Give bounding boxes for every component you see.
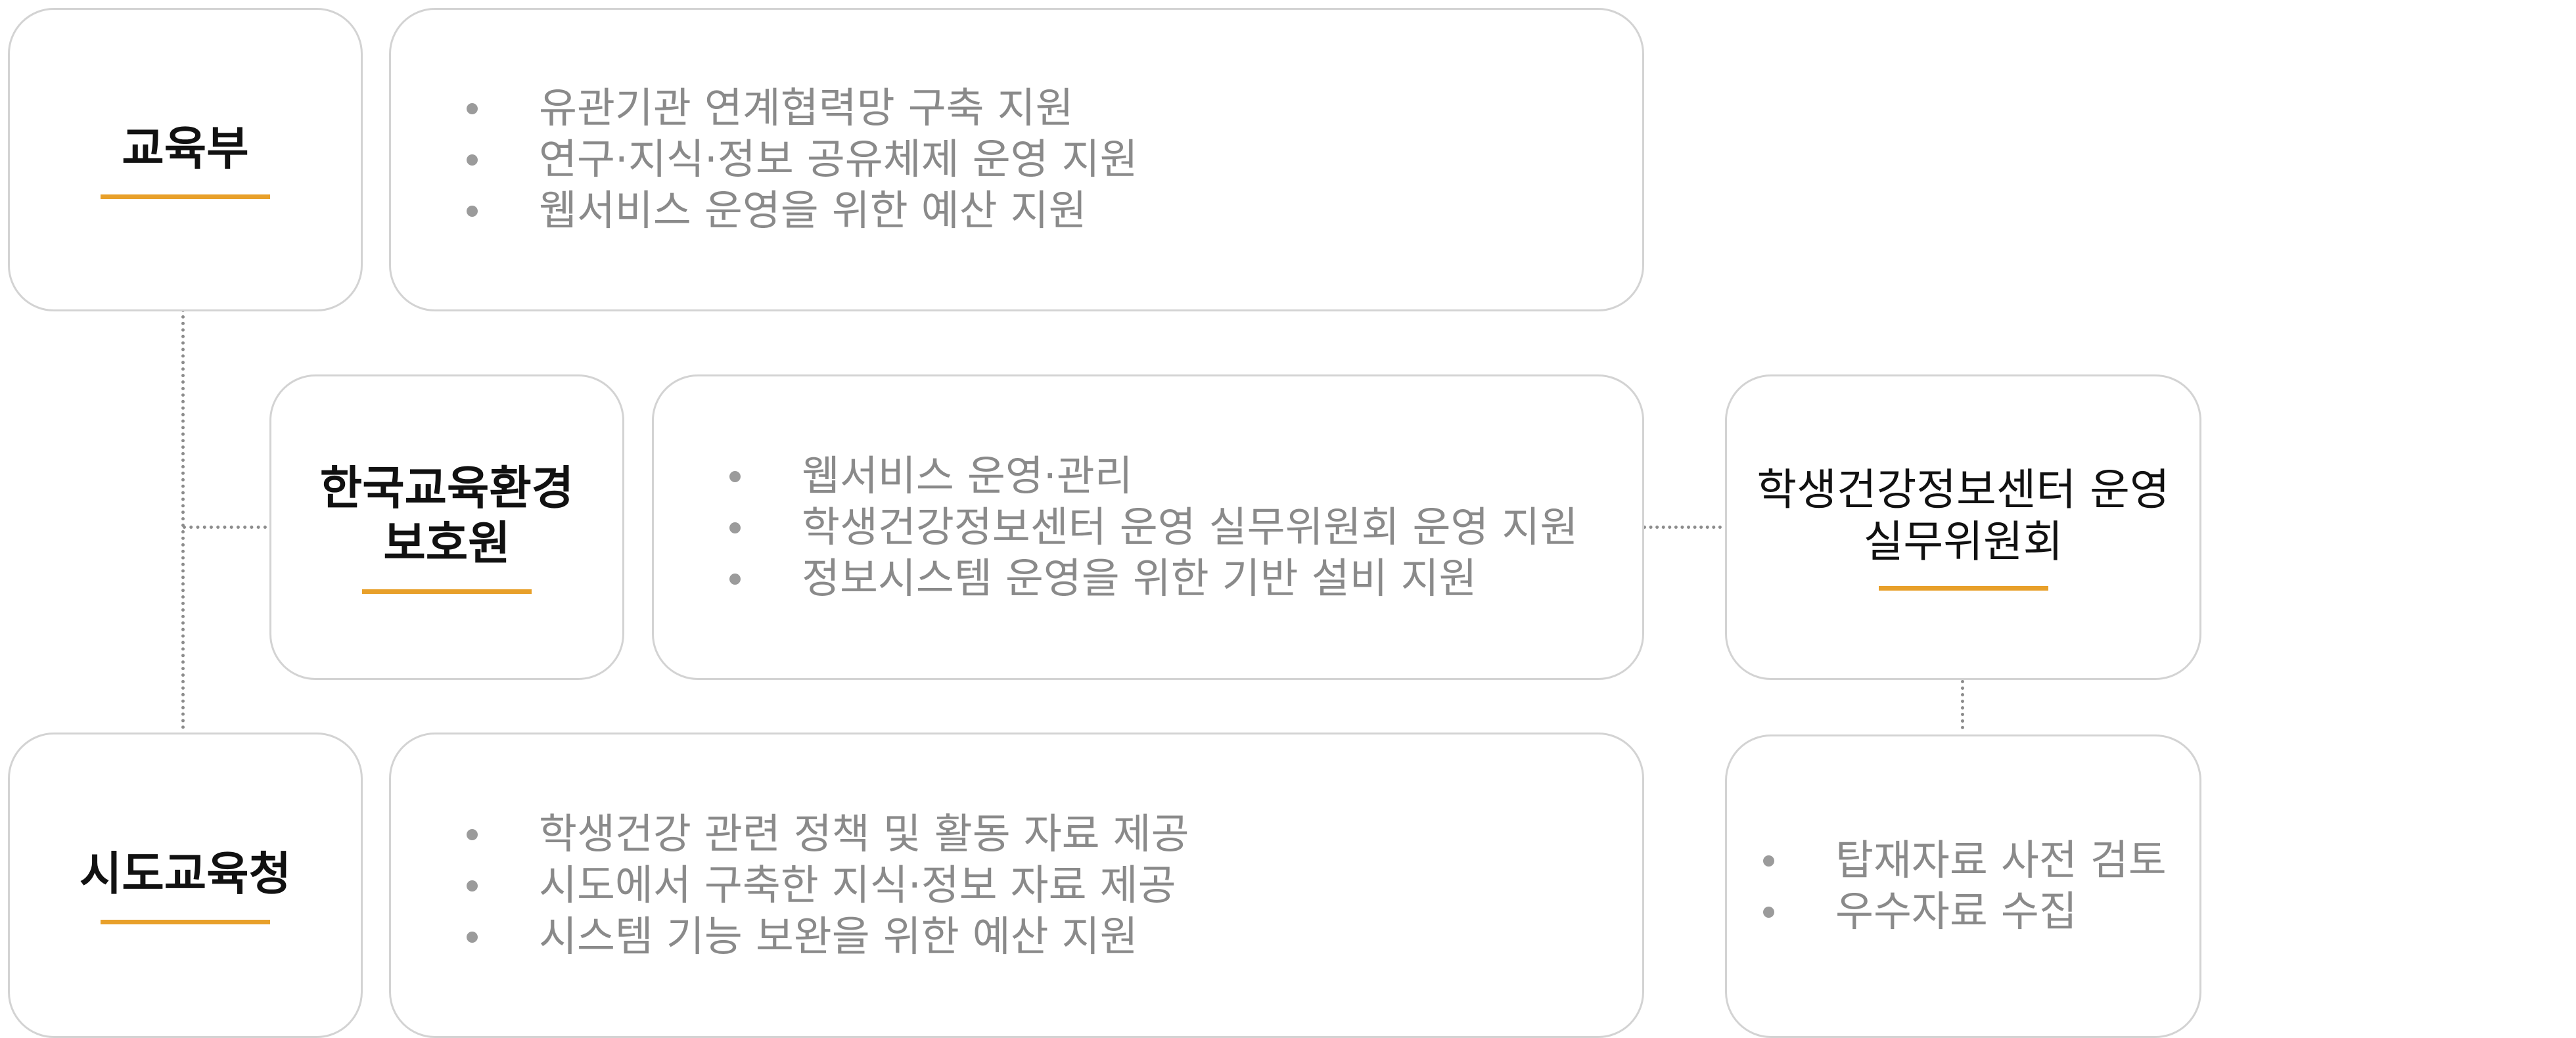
keep-item: 학생건강정보센터 운영 실무위원회 운영 지원 — [729, 502, 1642, 553]
bullet-dot — [1763, 907, 1774, 918]
keep-list: 웹서비스 운영·관리 학생건강정보센터 운영 실무위원회 운영 지원 정보시스템… — [729, 451, 1642, 604]
committee-title-box: 학생건강정보센터 운영 실무위원회 — [1725, 374, 2201, 680]
committee-underline — [1878, 586, 2048, 591]
committee-list: 탑재자료 사전 검토 우수자료 수집 — [1763, 835, 2199, 937]
keep-info-box: 웹서비스 운영·관리 학생건강정보센터 운영 실무위원회 운영 지원 정보시스템… — [652, 374, 1644, 680]
sido-info-box: 학생건강 관련 정책 및 활동 자료 제공 시도에서 구축한 지식·정보 자료 … — [389, 733, 1644, 1038]
moe-item: 연구·지식·정보 공유체제 운영 지원 — [467, 134, 1642, 185]
bullet-dot — [729, 470, 741, 482]
sido-item-text: 시스템 기능 보완을 위한 예산 지원 — [539, 912, 1138, 960]
connector-keep-to-committee — [1643, 526, 1722, 529]
keep-title: 한국교육환경 보호원 — [320, 461, 574, 571]
bullet-dot — [467, 154, 478, 166]
sido-underline — [101, 920, 270, 924]
keep-title-box: 한국교육환경 보호원 — [269, 374, 624, 680]
moe-title: 교육부 — [122, 121, 248, 176]
committee-title: 학생건강정보센터 운영 실무위원회 — [1757, 464, 2169, 568]
bullet-dot — [467, 828, 478, 840]
sido-item-text: 학생건강 관련 정책 및 활동 자료 제공 — [539, 809, 1189, 858]
bullet-dot — [467, 931, 478, 943]
committee-title-line: 학생건강정보센터 운영 — [1757, 464, 2170, 515]
sido-item: 학생건강 관련 정책 및 활동 자료 제공 — [467, 809, 1642, 860]
connector-to-keep — [183, 526, 267, 529]
moe-title-box: 교육부 — [8, 8, 363, 311]
sido-title: 시도교육청 — [80, 846, 291, 901]
moe-title-line: 교육부 — [122, 121, 249, 175]
sido-list: 학생건강 관련 정책 및 활동 자료 제공 시도에서 구축한 지식·정보 자료 … — [467, 809, 1642, 962]
keep-item-text: 정보시스템 운영을 위한 기반 설비 지원 — [802, 554, 1477, 602]
committee-item: 탑재자료 사전 검토 — [1763, 835, 2199, 886]
moe-info-box: 유관기관 연계협력망 구축 지원 연구·지식·정보 공유체제 운영 지원 웹서비… — [389, 8, 1644, 311]
committee-item: 우수자료 수집 — [1763, 886, 2199, 937]
bullet-dot — [729, 522, 741, 533]
connector-committee-to-duties — [1961, 680, 1964, 729]
committee-item-text: 우수자료 수집 — [1835, 888, 2077, 936]
bullet-dot — [729, 573, 741, 585]
connector-moe-to-sido — [181, 309, 185, 729]
sido-item: 시도에서 구축한 지식·정보 자료 제공 — [467, 860, 1642, 911]
sido-item: 시스템 기능 보완을 위한 예산 지원 — [467, 911, 1642, 962]
moe-underline — [101, 194, 270, 199]
bullet-dot — [467, 206, 478, 217]
keep-title-line: 보호원 — [383, 516, 511, 570]
keep-item-text: 학생건강정보센터 운영 실무위원회 운영 지원 — [802, 503, 1578, 551]
moe-item: 유관기관 연계협력망 구축 지원 — [467, 83, 1642, 134]
keep-underline — [362, 589, 532, 594]
sido-title-box: 시도교육청 — [8, 733, 363, 1038]
committee-title-line: 실무위원회 — [1863, 516, 2063, 567]
keep-item: 웹서비스 운영·관리 — [729, 451, 1642, 502]
moe-item-text: 연구·지식·정보 공유체제 운영 지원 — [539, 135, 1138, 183]
bullet-dot — [467, 103, 478, 114]
sido-item-text: 시도에서 구축한 지식·정보 자료 제공 — [539, 861, 1176, 909]
committee-info-box: 탑재자료 사전 검토 우수자료 수집 — [1725, 734, 2201, 1038]
moe-item: 웹서비스 운영을 위한 예산 지원 — [467, 185, 1642, 237]
bullet-dot — [1763, 855, 1774, 867]
sido-title-line: 시도교육청 — [80, 847, 291, 901]
committee-item-text: 탑재자료 사전 검토 — [1835, 836, 2167, 884]
moe-item-text: 유관기관 연계협력망 구축 지원 — [539, 84, 1074, 132]
moe-list: 유관기관 연계협력망 구축 지원 연구·지식·정보 공유체제 운영 지원 웹서비… — [467, 83, 1642, 237]
bullet-dot — [467, 880, 478, 891]
keep-item-text: 웹서비스 운영·관리 — [802, 451, 1133, 500]
moe-item-text: 웹서비스 운영을 위한 예산 지원 — [539, 187, 1087, 235]
keep-title-line: 한국교육환경 — [319, 461, 574, 515]
keep-item: 정보시스템 운영을 위한 기반 설비 지원 — [729, 553, 1642, 604]
